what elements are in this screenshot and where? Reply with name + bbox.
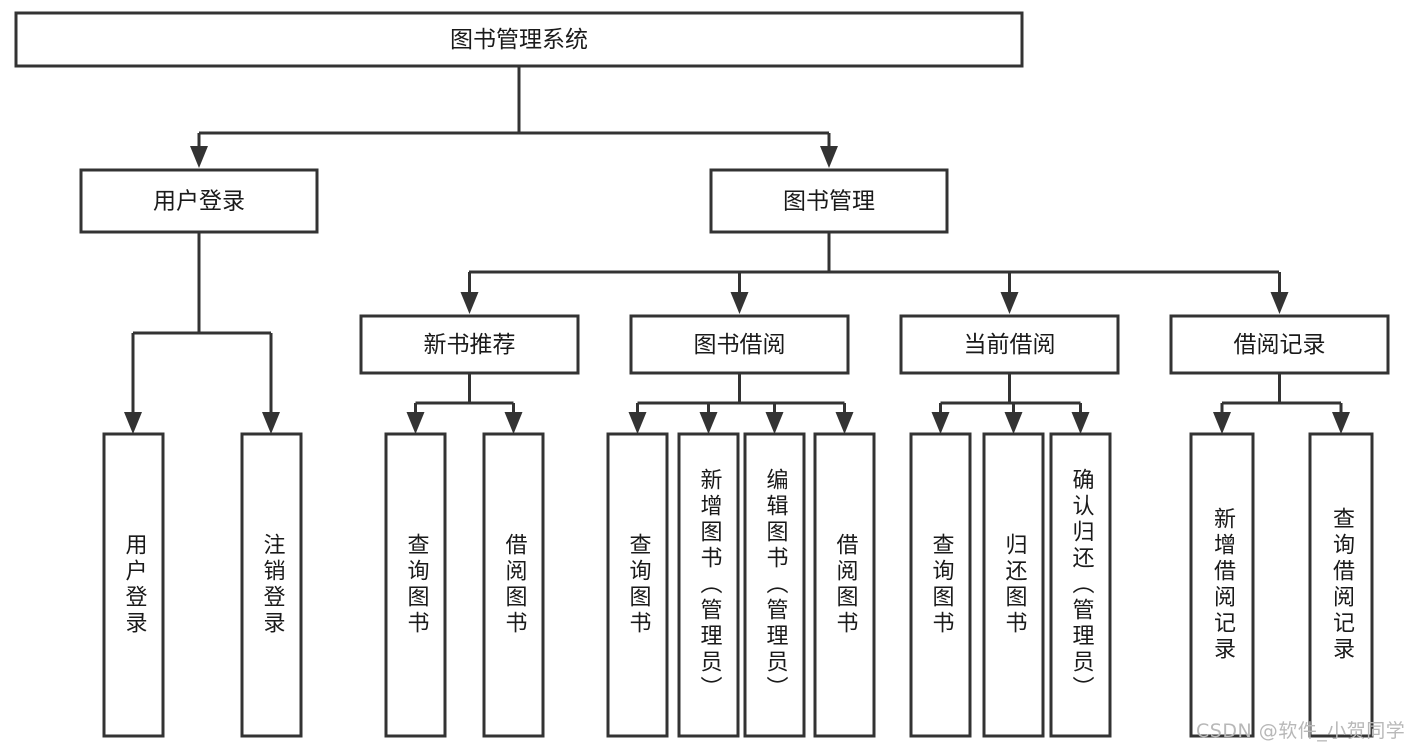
arrow-down-icon <box>628 412 647 434</box>
leaf-box-leaf-query-book-2[interactable] <box>606 432 669 738</box>
connector-layer <box>124 66 1350 434</box>
arrow-down-icon <box>765 412 784 434</box>
node-box-root[interactable] <box>14 11 1024 68</box>
node-label-borrow-record: 借阅记录 <box>1234 332 1326 358</box>
arrow-down-icon <box>406 412 425 434</box>
leaf-box-leaf-user-login[interactable] <box>102 432 165 738</box>
arrow-down-icon <box>730 292 749 314</box>
node-box-book-borrow[interactable] <box>629 314 850 375</box>
arrow-down-icon <box>699 412 718 434</box>
arrow-down-icon <box>1004 412 1023 434</box>
arrow-down-icon <box>190 146 208 168</box>
leaf-box-leaf-query-book-1[interactable] <box>384 432 447 738</box>
arrow-down-icon <box>1071 412 1090 434</box>
node-box-borrow-record[interactable] <box>1169 314 1390 375</box>
arrow-down-icon <box>820 146 838 168</box>
node-box-current-borrow[interactable] <box>899 314 1120 375</box>
node-label-book-manage: 图书管理 <box>783 189 875 215</box>
arrow-down-icon <box>835 412 854 434</box>
leaf-box-leaf-logout[interactable] <box>240 432 303 738</box>
node-label-current-borrow: 当前借阅 <box>964 332 1056 358</box>
node-label-book-borrow: 图书借阅 <box>694 332 786 358</box>
leaf-box-leaf-borrow-book-2[interactable] <box>813 432 876 738</box>
leaf-box-leaf-add-record[interactable] <box>1189 432 1255 738</box>
arrow-down-icon <box>931 412 950 434</box>
leaf-box-leaf-borrow-book-1[interactable] <box>482 432 545 738</box>
leaf-box-leaf-confirm-return[interactable] <box>1049 432 1112 738</box>
box-layer <box>14 11 1390 738</box>
leaf-box-leaf-return-book[interactable] <box>982 432 1045 738</box>
csdn-watermark: CSDN @软件_小贺同学 <box>1196 720 1405 742</box>
node-box-book-manage[interactable] <box>709 168 949 234</box>
node-label-user-login: 用户登录 <box>153 189 245 215</box>
arrow-down-icon <box>1000 292 1019 314</box>
leaf-box-leaf-edit-book[interactable] <box>743 432 806 738</box>
leaf-box-leaf-add-book[interactable] <box>677 432 740 738</box>
arrow-down-icon <box>124 412 142 434</box>
arrow-down-icon <box>262 412 280 434</box>
arrow-down-icon <box>1270 292 1289 314</box>
leaf-box-leaf-query-record[interactable] <box>1308 432 1374 738</box>
arrow-down-icon <box>1213 412 1231 434</box>
leaf-box-leaf-query-book-3[interactable] <box>909 432 972 738</box>
arrow-down-icon <box>504 412 523 434</box>
arrow-down-icon <box>1332 412 1350 434</box>
arrow-down-icon <box>460 292 479 314</box>
node-label-root: 图书管理系统 <box>450 27 588 53</box>
node-label-new-book-rec: 新书推荐 <box>424 332 516 358</box>
node-box-new-book-rec[interactable] <box>359 314 580 375</box>
node-box-user-login[interactable] <box>79 168 319 234</box>
